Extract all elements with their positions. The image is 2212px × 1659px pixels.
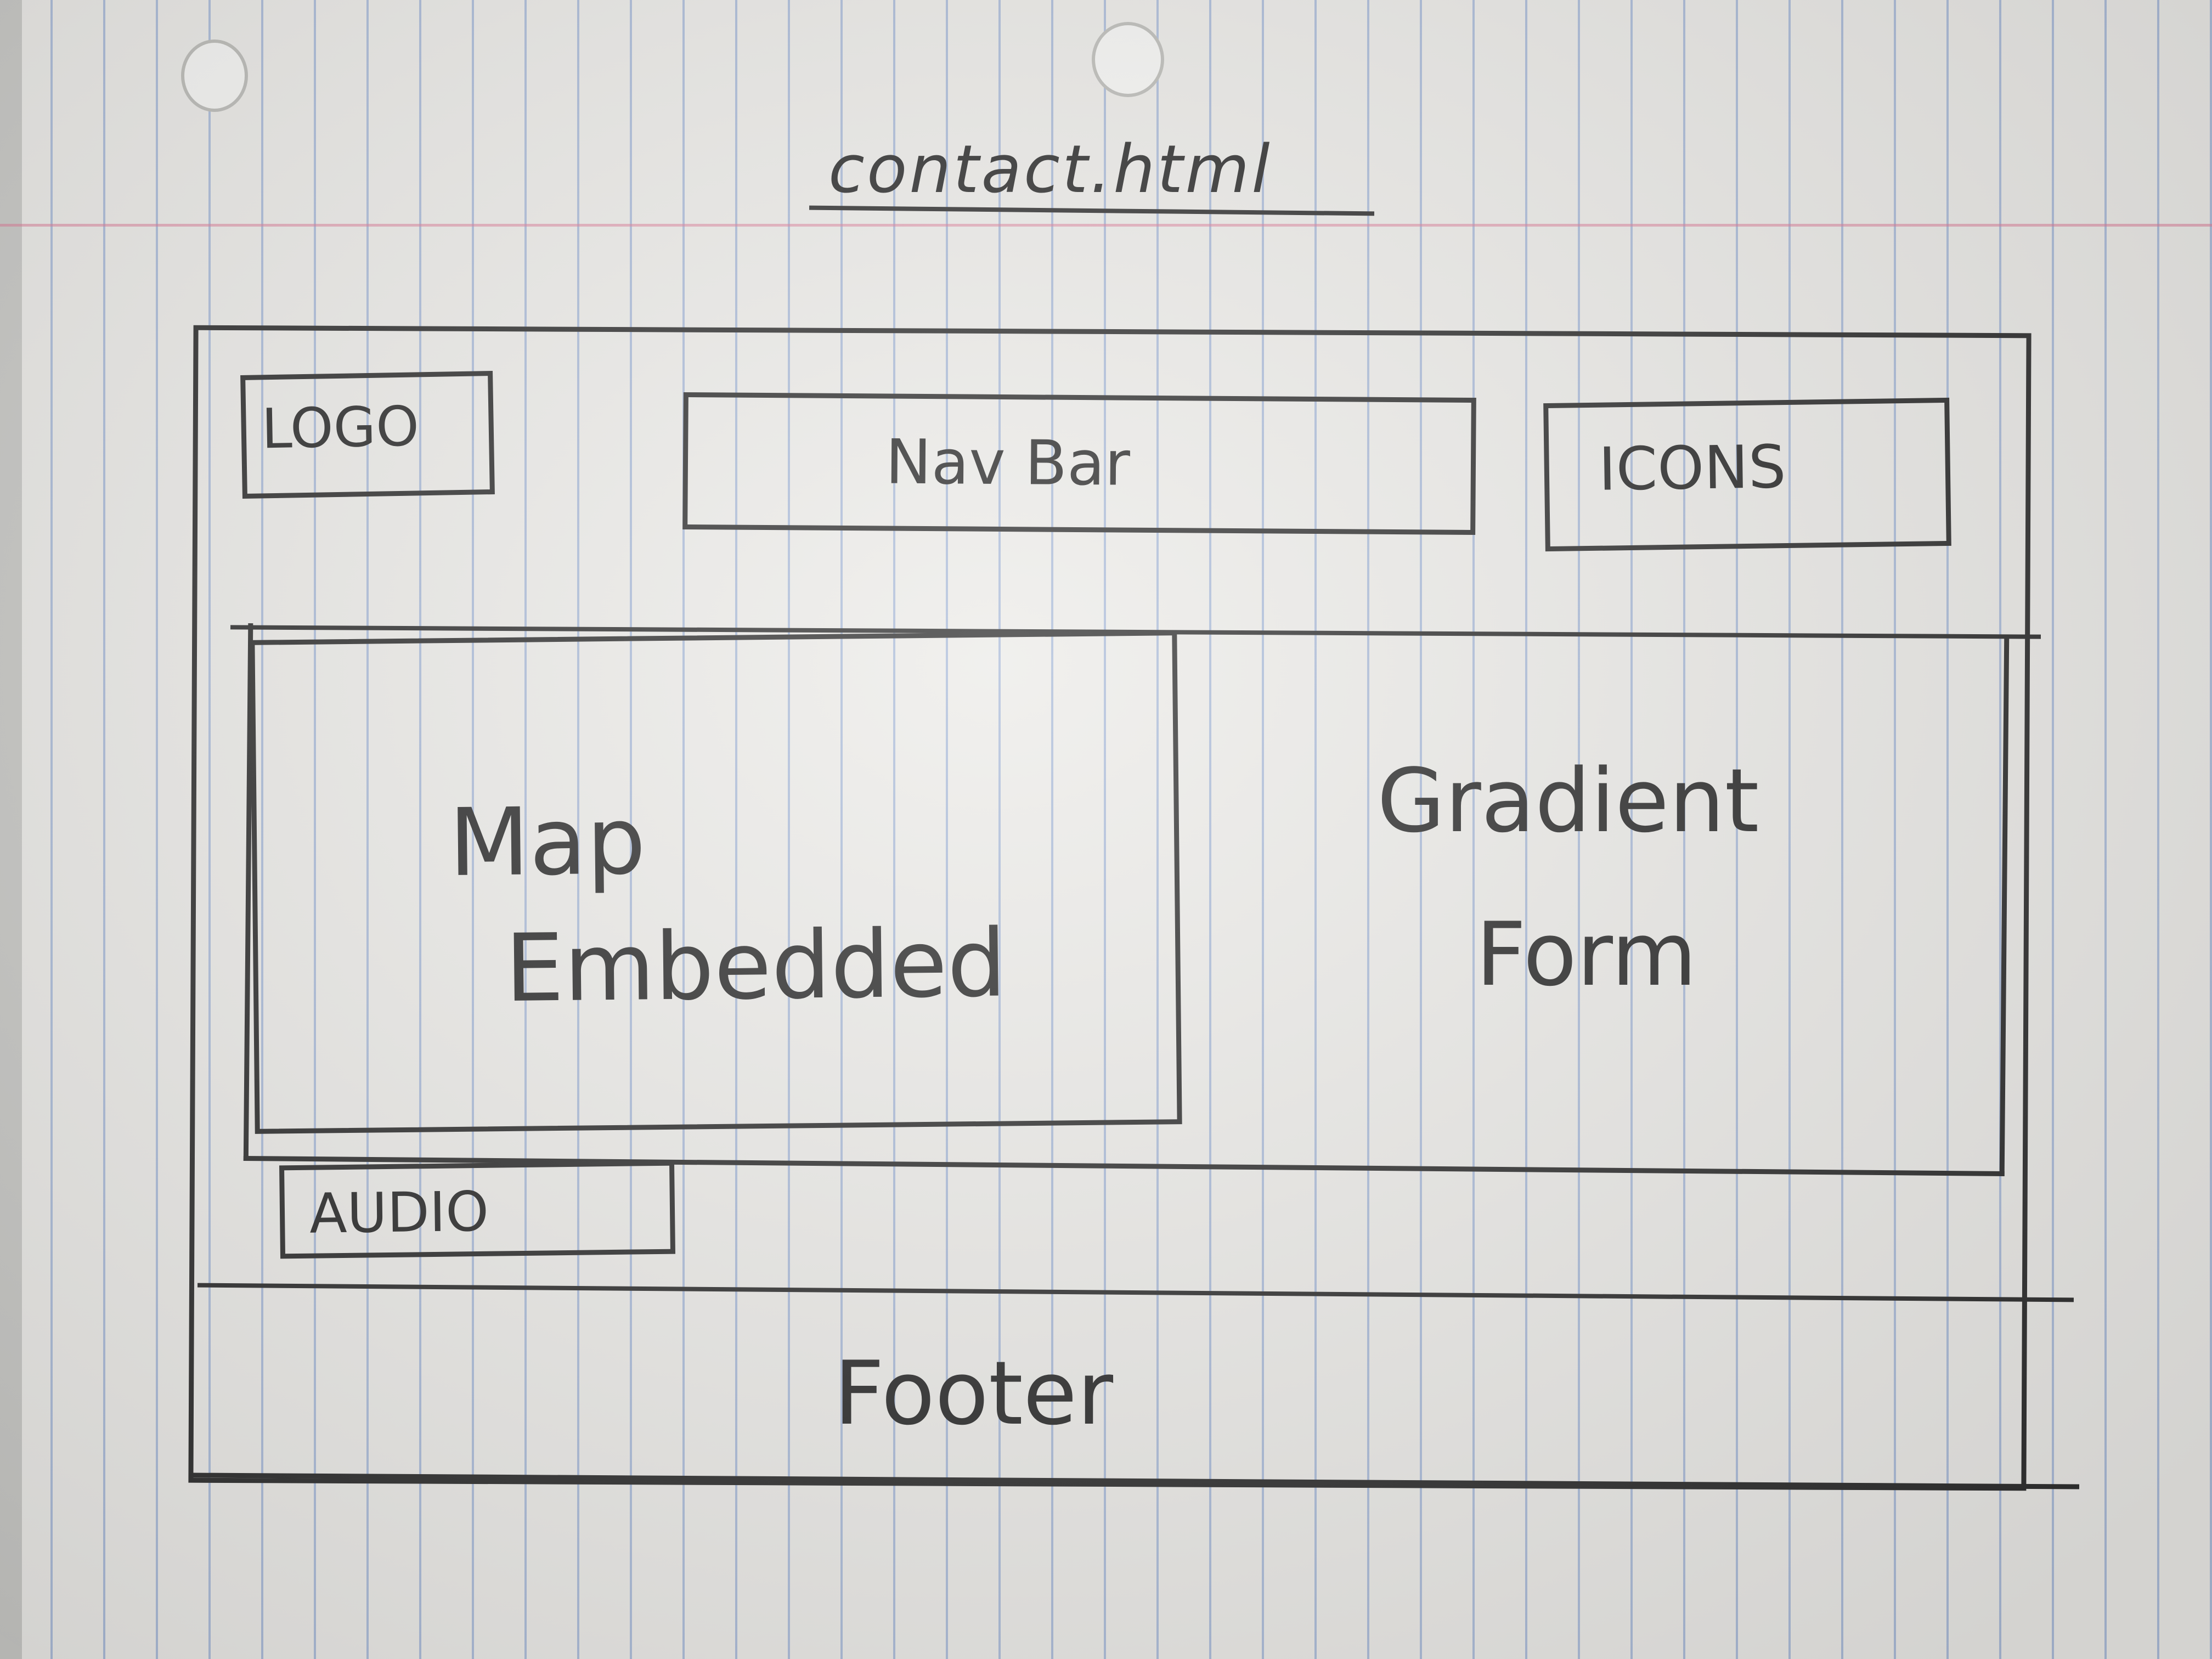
map-embedded-box: Map Embedded xyxy=(250,630,1182,1134)
map-label-line2: Embedded xyxy=(504,909,1007,1024)
page-title: contact.html xyxy=(828,132,1272,208)
icons-box: ICONS xyxy=(1543,397,1951,552)
form-label-line1: Gradient xyxy=(1377,749,1759,852)
audio-label: AUDIO xyxy=(309,1179,489,1246)
nav-bar-label: Nav Bar xyxy=(885,426,1131,500)
icons-label: ICONS xyxy=(1598,433,1787,504)
form-label-line2: Form xyxy=(1476,903,1697,1006)
punch-hole-center xyxy=(1092,22,1164,97)
footer-label: Footer xyxy=(834,1342,1114,1444)
page-edge-shadow xyxy=(0,0,22,1659)
logo-label: LOGO xyxy=(261,394,420,461)
audio-box: AUDIO xyxy=(279,1160,676,1259)
nav-bar-box: Nav Bar xyxy=(682,392,1476,535)
paper-margin-line xyxy=(0,224,2212,227)
logo-box: LOGO xyxy=(240,371,495,499)
punch-hole-left xyxy=(181,40,248,112)
map-label-line1: Map xyxy=(448,787,647,898)
